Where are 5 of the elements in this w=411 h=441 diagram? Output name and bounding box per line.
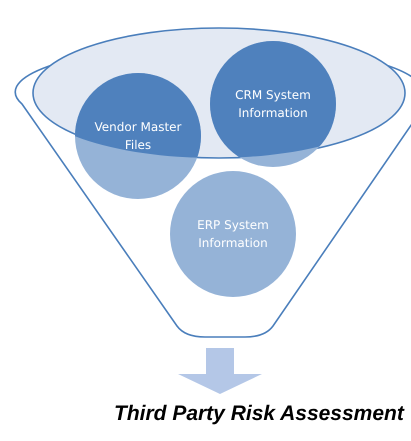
block-arrow [178,348,262,394]
caption-text: Third Party Risk Assessment [114,402,404,426]
circle-label: Vendor Master Files [94,119,182,154]
circle-label: CRM System Information [234,87,312,122]
circle-label: ERP System Information [196,217,270,252]
